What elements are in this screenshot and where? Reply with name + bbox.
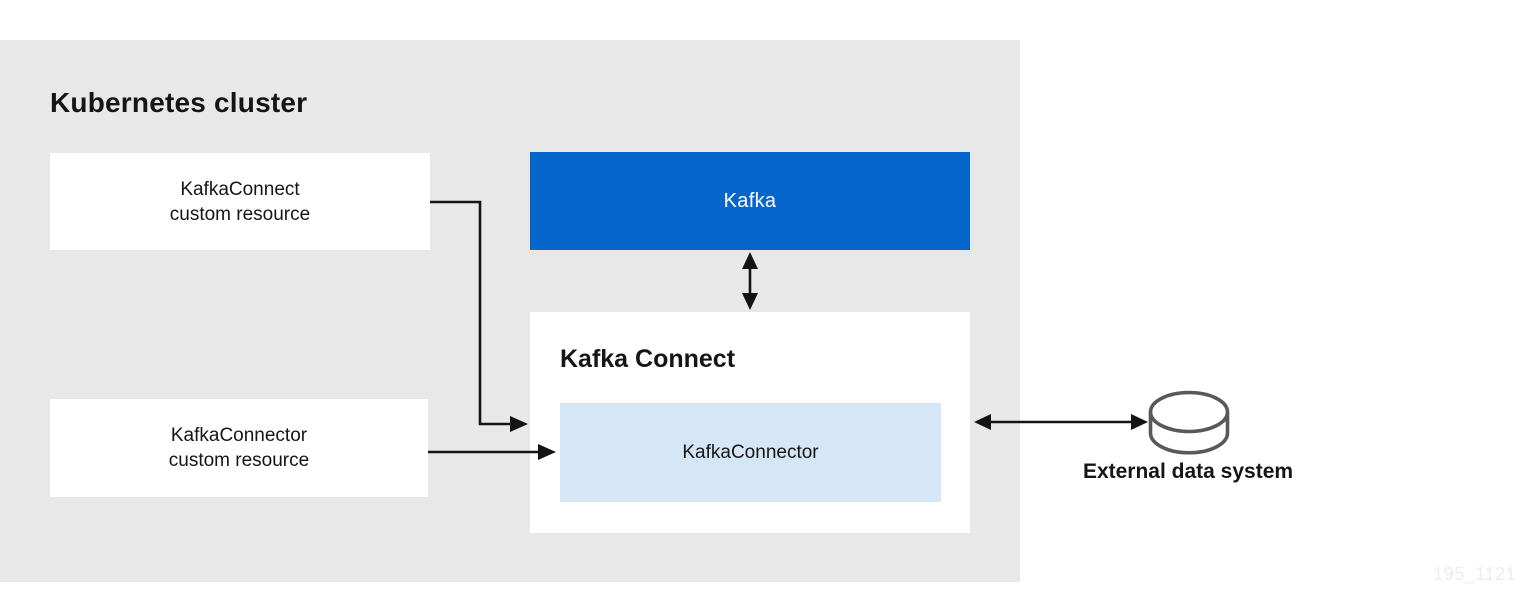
external-data-system-label: External data system — [1082, 460, 1294, 483]
kafkaconnector-node: KafkaConnector — [560, 403, 941, 502]
kafka-connect-node: Kafka Connect KafkaConnector — [530, 312, 970, 533]
kafka-connect-title: Kafka Connect — [560, 345, 736, 373]
figure-id-watermark: 195_1121 — [1433, 564, 1516, 584]
kafkaconnect-custom-resource-node: KafkaConnect custom resource — [50, 153, 430, 250]
database-cylinder-icon — [1148, 390, 1230, 455]
kubernetes-cluster-title: Kubernetes cluster — [50, 87, 308, 118]
kafka-node: Kafka — [530, 152, 970, 250]
kafkaconnector-custom-resource-node: KafkaConnector custom resource — [50, 399, 428, 497]
